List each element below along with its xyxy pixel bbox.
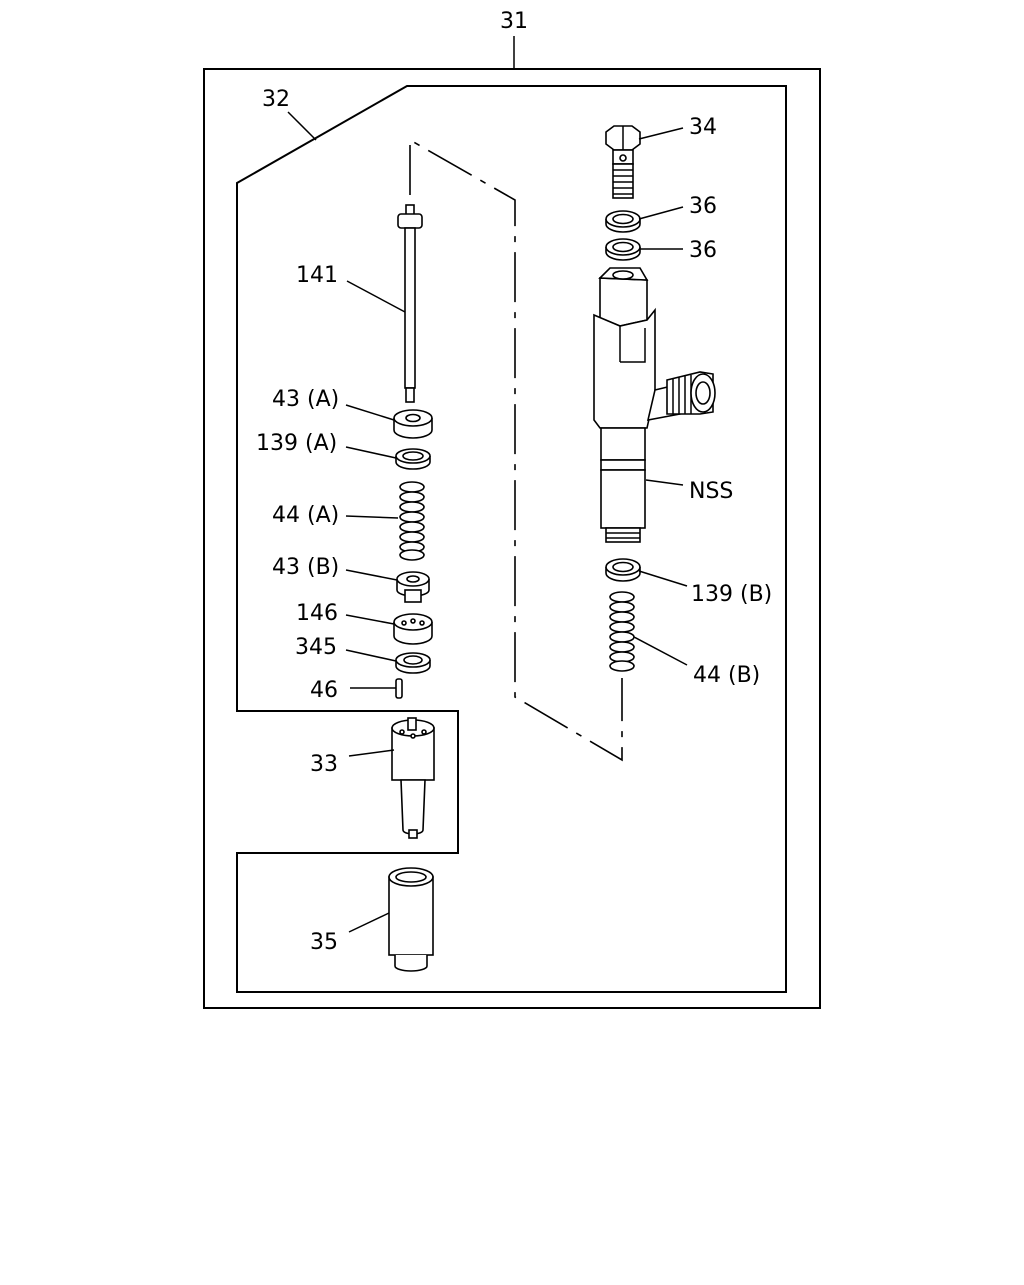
callout-35: 35 xyxy=(310,930,338,955)
push-rod xyxy=(397,204,423,403)
seat-b xyxy=(396,571,430,603)
callout-36-lower: 36 xyxy=(689,238,717,263)
nozzle-nut-leader xyxy=(348,912,390,933)
shim-b xyxy=(605,558,641,582)
callout-345: 345 xyxy=(295,635,337,660)
callout-139b: 139 (B) xyxy=(691,582,772,607)
bolt-leader xyxy=(638,127,684,140)
injector-holder xyxy=(593,267,716,543)
assembly-frame xyxy=(203,68,821,1009)
retainer xyxy=(395,652,431,674)
washer-lower xyxy=(605,238,641,261)
nozzle xyxy=(391,717,435,839)
callout-nss: NSS xyxy=(689,479,733,504)
kit-leader xyxy=(287,111,317,141)
callout-141: 141 xyxy=(296,263,338,288)
retainer-leader xyxy=(345,649,397,662)
callout-139a: 139 (A) xyxy=(256,431,337,456)
shim-a-leader xyxy=(345,446,397,459)
seat-a-leader xyxy=(345,404,395,421)
nozzle-nut xyxy=(388,867,434,972)
seat-a xyxy=(393,409,433,439)
spring-a xyxy=(399,481,425,561)
callout-46: 46 xyxy=(310,678,338,703)
callout-32: 32 xyxy=(262,87,290,112)
pin xyxy=(395,678,403,699)
spacer-leader xyxy=(345,614,395,625)
callout-44b: 44 (B) xyxy=(693,663,760,688)
shim-a xyxy=(395,448,431,470)
banjo-bolt xyxy=(605,125,641,199)
spring-b xyxy=(609,591,635,672)
spacer xyxy=(393,613,433,645)
callout-43b: 43 (B) xyxy=(272,555,339,580)
spring-b-leader xyxy=(633,636,688,666)
washer-upper xyxy=(605,210,641,233)
callout-146: 146 xyxy=(296,601,338,626)
washer-upper-leader xyxy=(638,206,684,220)
center-line xyxy=(409,138,623,762)
kit-outline xyxy=(236,85,787,993)
callout-36-upper: 36 xyxy=(689,194,717,219)
callout-34: 34 xyxy=(689,115,717,140)
callout-44a: 44 (A) xyxy=(272,503,339,528)
seat-b-leader xyxy=(345,569,398,581)
spring-a-leader xyxy=(345,515,399,519)
callout-43a: 43 (A) xyxy=(272,387,339,412)
callout-33: 33 xyxy=(310,752,338,777)
nozzle-leader xyxy=(348,749,395,757)
nss-leader xyxy=(645,479,684,486)
callout-31: 31 xyxy=(500,9,528,34)
push-rod-leader xyxy=(346,280,406,313)
shim-b-leader xyxy=(638,570,688,587)
